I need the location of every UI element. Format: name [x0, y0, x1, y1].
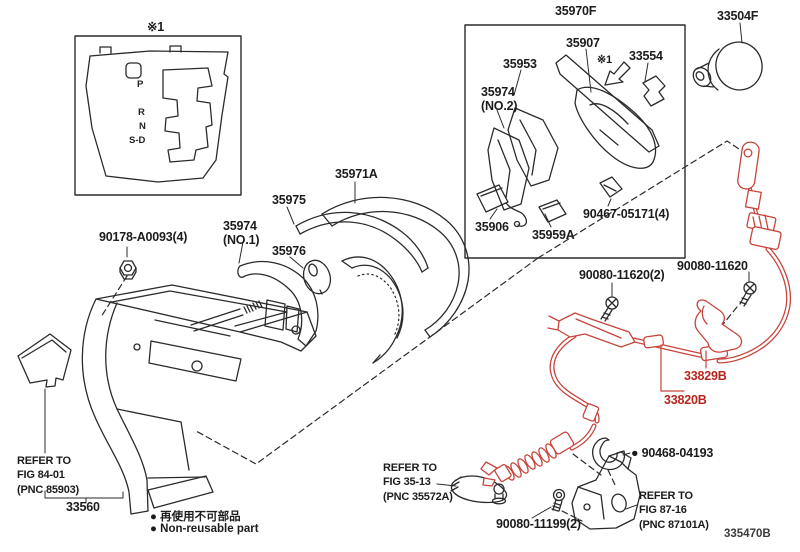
callout-90080-11620[interactable]: 90080-11620: [677, 259, 748, 273]
inset-marker-label: ※1: [147, 20, 165, 34]
dashed-reference-lines: [100, 140, 740, 522]
callout-90467-05171[interactable]: 90467-05171(4): [583, 207, 670, 221]
callout-35975[interactable]: 35975: [272, 193, 306, 207]
callout-35953[interactable]: 35953: [503, 57, 537, 71]
callout-33820b[interactable]: 33820B: [664, 393, 707, 407]
cable-33820-drawing: [480, 141, 792, 487]
refer-fig-84-01[interactable]: REFER TO FIG 84-01 (PNC 85903): [17, 455, 79, 496]
bolt-11620-drawings: [600, 281, 757, 322]
callout-35976[interactable]: 35976: [272, 244, 306, 258]
callout-90178-a0093[interactable]: 90178-A0093(4): [99, 230, 188, 244]
callout-35906[interactable]: 35906: [475, 220, 509, 234]
callout-35974-no2[interactable]: 35974 (NO.2): [481, 85, 518, 113]
callout-35907[interactable]: 35907: [566, 36, 600, 50]
shift-pattern-n: N: [139, 121, 146, 132]
callout-35971a[interactable]: 35971A: [335, 167, 378, 181]
leader-lines: [44, 22, 750, 519]
red-leader-lines: [660, 344, 707, 392]
callout-90080-11199[interactable]: 90080-11199(2): [496, 517, 581, 531]
callout-90468-04193[interactable]: ● 90468-04193: [631, 446, 714, 460]
bolt-11199-drawing: [551, 488, 566, 512]
slide-cover-parts: [237, 196, 470, 364]
callout-90080-11620-2[interactable]: 90080-11620(2): [579, 268, 665, 282]
marker-in-box-label: ※1: [597, 54, 612, 66]
diagram-code: 335470B: [724, 528, 771, 540]
clamp-33829-drawing: [694, 299, 743, 353]
legend-non-reusable-jp: ● 再使用不可部品: [150, 511, 241, 523]
shift-knob-drawing: [692, 41, 763, 91]
callout-33829b[interactable]: 33829B: [684, 369, 727, 383]
box-35970f-assembly: [464, 24, 686, 259]
arrow-down-left-icon: [604, 61, 631, 86]
callout-35970f[interactable]: 35970F: [555, 4, 597, 18]
shift-pattern-r: R: [138, 107, 145, 118]
callout-35974-no1[interactable]: 35974 (NO.1): [223, 219, 260, 247]
shift-pattern-sd: S-D: [129, 135, 146, 146]
callout-33504f[interactable]: 33504F: [717, 9, 759, 23]
refer-fig-87-16[interactable]: REFER TO FIG 87-16 (PNC 87101A): [639, 490, 709, 531]
legend-non-reusable-en: ● Non-reusable part: [150, 523, 259, 535]
shift-lever-assembly-drawing: [81, 284, 317, 515]
inset-box-shift-plate: [74, 35, 242, 196]
bracket-87101-drawing: [571, 451, 641, 530]
callout-33560[interactable]: 33560: [66, 500, 100, 514]
clip-90468-drawing: [591, 437, 626, 471]
callout-33554[interactable]: 33554: [629, 49, 663, 63]
callout-35959a[interactable]: 35959A: [532, 228, 575, 242]
refer-fig-35-13[interactable]: REFER TO FIG 35-13 (PNC 35572A): [383, 462, 453, 503]
shift-pattern-p: P: [137, 79, 144, 90]
floor-shift-lever-drawing: [450, 475, 508, 505]
control-box-drawing: [17, 333, 72, 388]
nut-drawing: [119, 260, 137, 280]
